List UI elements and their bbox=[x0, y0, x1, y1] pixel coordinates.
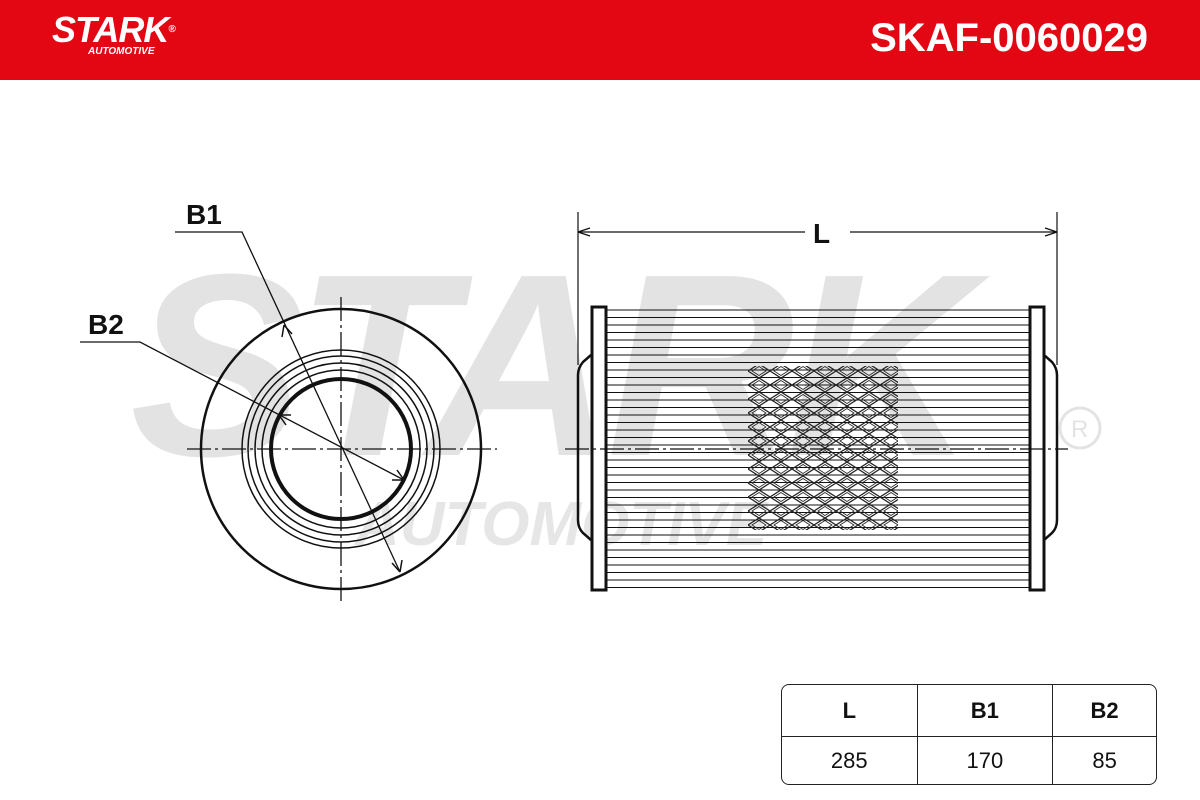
header-b1: B1 bbox=[917, 685, 1054, 737]
table-header-row: L B1 B2 bbox=[782, 685, 1156, 737]
label-b2: B2 bbox=[88, 309, 124, 340]
svg-text:R: R bbox=[1071, 416, 1088, 443]
header-b2: B2 bbox=[1053, 685, 1156, 737]
stark-logo: STARK® AUTOMOTIVE bbox=[52, 9, 176, 58]
header-bar: STARK® AUTOMOTIVE SKAF-0060029 bbox=[0, 0, 1200, 80]
label-b1: B1 bbox=[186, 199, 222, 230]
spec-table: L B1 B2 285 170 85 bbox=[781, 684, 1157, 785]
side-view bbox=[565, 212, 1068, 592]
brand-name: STARK bbox=[52, 9, 169, 50]
value-b2: 85 bbox=[1092, 747, 1117, 773]
watermark: STARK AUTOMOTIVE R bbox=[130, 221, 1102, 559]
part-number: SKAF-0060029 bbox=[870, 16, 1148, 60]
brand-sub: AUTOMOTIVE bbox=[88, 46, 155, 57]
header-l: L bbox=[782, 685, 918, 737]
label-l: L bbox=[813, 218, 830, 249]
value-b1: 170 bbox=[918, 737, 1054, 784]
watermark-sub: AUTOMOTIVE bbox=[353, 490, 769, 559]
table-row: 285 170 85 bbox=[782, 737, 1156, 784]
registered-mark: ® bbox=[168, 24, 175, 35]
value-l: 285 bbox=[782, 737, 918, 784]
end-view bbox=[80, 231, 497, 601]
